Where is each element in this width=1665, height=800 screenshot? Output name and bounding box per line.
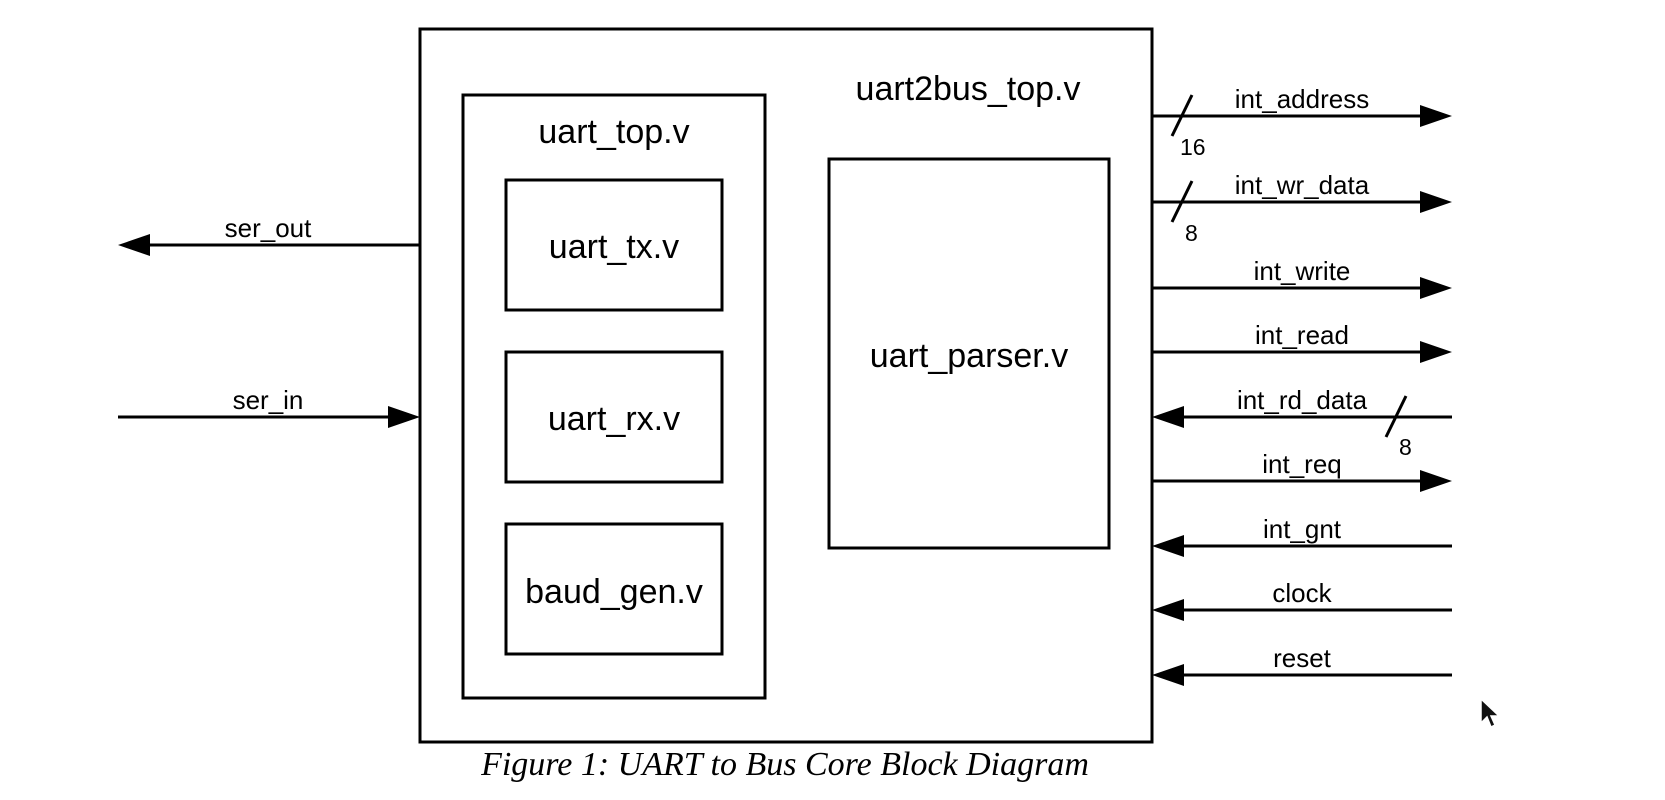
- signal-clock: clock: [1152, 578, 1452, 621]
- arrow-right-icon: [1420, 191, 1452, 213]
- figure-caption: Figure 1: UART to Bus Core Block Diagram: [480, 746, 1089, 783]
- signal-label: int_address: [1235, 84, 1369, 114]
- bus-slash: [1384, 395, 1408, 438]
- arrow-right-icon: [388, 406, 420, 428]
- uart-rx-label: uart_rx.v: [548, 400, 680, 438]
- signal-label: reset: [1273, 643, 1332, 673]
- uart-top-label: uart_top.v: [538, 113, 689, 151]
- bus-slash: [1170, 180, 1194, 223]
- arrow-right-icon: [1420, 341, 1452, 363]
- signal-label: int_gnt: [1263, 514, 1342, 544]
- signal-ser-out: ser_out: [118, 213, 420, 256]
- signal-label: int_req: [1262, 449, 1342, 479]
- signal-label: int_read: [1255, 320, 1349, 350]
- baud-gen-box: [504, 522, 724, 656]
- bus-width-label: 16: [1180, 134, 1206, 160]
- signal-int-req: int_req: [1152, 449, 1452, 492]
- signal-label: int_write: [1254, 256, 1351, 286]
- arrow-left-icon: [1152, 406, 1184, 428]
- signal-ser-in: ser_in: [118, 385, 420, 428]
- baud-gen-label: baud_gen.v: [525, 573, 703, 611]
- uart2bus-top-box: [418, 27, 1154, 744]
- bus-width-label: 8: [1185, 220, 1198, 246]
- signal-int-write: int_write: [1152, 256, 1452, 299]
- arrow-right-icon: [1420, 277, 1452, 299]
- uart-rx-box: [504, 350, 724, 484]
- bus-slash: [1170, 94, 1194, 137]
- uart-parser-box: [827, 157, 1111, 550]
- arrow-left-icon: [118, 234, 150, 256]
- signal-label: int_wr_data: [1235, 170, 1370, 200]
- bus-width-label: 8: [1399, 434, 1412, 460]
- signal-reset: reset: [1152, 643, 1452, 686]
- uart-tx-label: uart_tx.v: [549, 228, 679, 266]
- arrow-left-icon: [1152, 535, 1184, 557]
- uart-parser-label: uart_parser.v: [870, 337, 1068, 375]
- signal-int-address: int_address 16: [1152, 84, 1452, 160]
- signal-int-read: int_read: [1152, 320, 1452, 363]
- signal-label: ser_in: [233, 385, 304, 415]
- signal-int-gnt: int_gnt: [1152, 514, 1452, 557]
- signal-label: int_rd_data: [1237, 385, 1368, 415]
- uart2bus-top-label: uart2bus_top.v: [856, 70, 1081, 108]
- arrow-left-icon: [1152, 599, 1184, 621]
- arrow-left-icon: [1152, 664, 1184, 686]
- signal-label: clock: [1272, 578, 1332, 608]
- signal-label: ser_out: [225, 213, 312, 243]
- arrow-right-icon: [1420, 470, 1452, 492]
- uart-tx-box: [504, 178, 724, 312]
- mouse-pointer-icon: [1480, 697, 1501, 729]
- arrow-right-icon: [1420, 105, 1452, 127]
- uart-top-box: [461, 93, 767, 700]
- signal-int-wr-data: int_wr_data 8: [1152, 170, 1452, 246]
- signal-int-rd-data: int_rd_data 8: [1152, 385, 1452, 460]
